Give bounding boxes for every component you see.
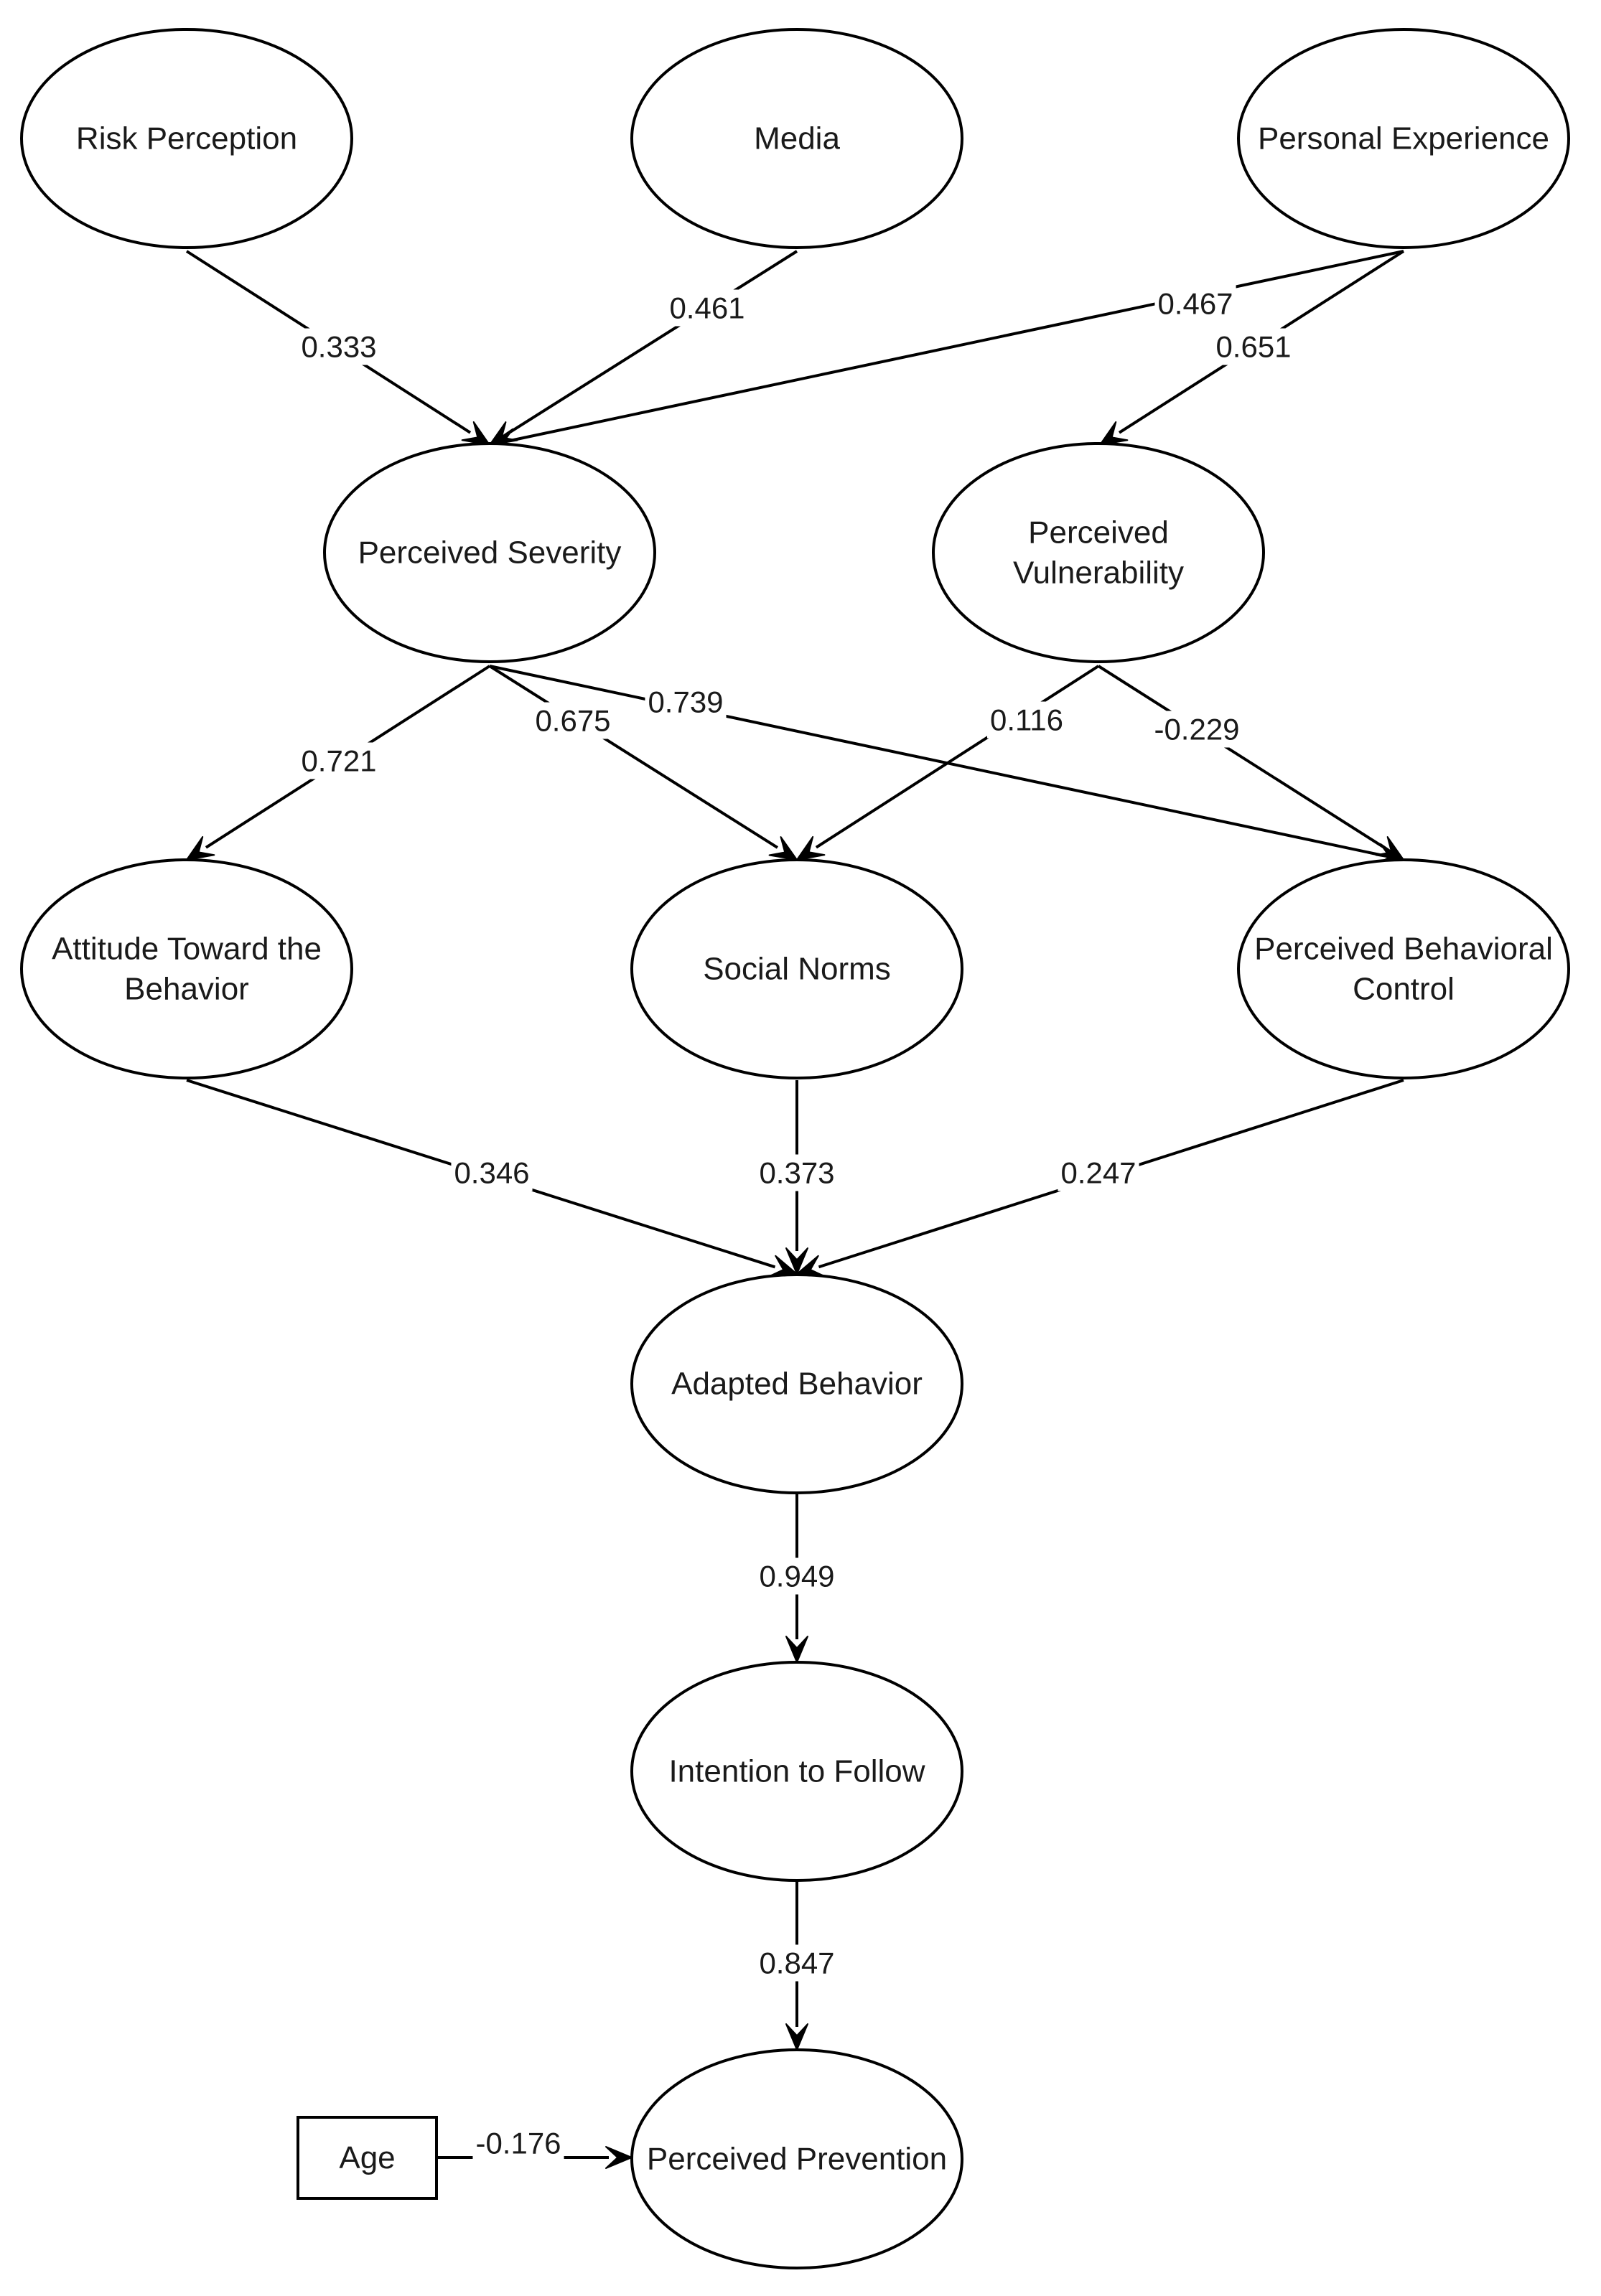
node-label: Vulnerability xyxy=(1013,556,1184,591)
arrowhead-icon xyxy=(785,2023,808,2051)
path-coefficient-label: 0.739 xyxy=(648,685,723,719)
node-ellipse xyxy=(630,1273,963,1494)
node-label: Intention to Follow xyxy=(668,1754,925,1789)
node-ellipse xyxy=(1237,28,1570,249)
path-coefficient-label-bg xyxy=(1151,711,1243,748)
node-perceived-prevention: Perceived Prevention xyxy=(630,2048,963,2269)
edge-media-to-perceived_severity xyxy=(508,250,798,434)
path-coefficient-label: 0.116 xyxy=(990,703,1063,737)
path-coefficient-label-bg xyxy=(472,2124,564,2162)
path-coefficient-label-bg xyxy=(1213,328,1294,365)
node-label: Perceived Behavioral xyxy=(1254,932,1553,967)
path-coefficient-label: 0.346 xyxy=(454,1156,529,1190)
path-coefficient-label-bg xyxy=(756,1944,838,1982)
path-coefficient-label: 0.467 xyxy=(1157,287,1233,321)
node-label: Perceived Prevention xyxy=(647,2142,947,2177)
path-coefficient-label: 0.651 xyxy=(1215,330,1291,364)
arrowhead-icon xyxy=(461,421,490,446)
node-personal-experience: Personal Experience xyxy=(1237,28,1570,249)
path-coefficient-label-bg xyxy=(756,1154,838,1191)
node-box xyxy=(297,2116,438,2200)
arrowhead-icon xyxy=(186,835,215,861)
node-ellipse xyxy=(630,28,963,249)
arrowhead-icon xyxy=(768,836,798,861)
node-ellipse xyxy=(323,442,656,663)
node-label: Perceived Severity xyxy=(358,535,622,571)
arrowhead-icon xyxy=(785,1247,808,1275)
path-coefficient-label-bg xyxy=(298,328,380,365)
node-label: Attitude Toward the xyxy=(52,932,322,967)
node-risk-perception: Risk Perception xyxy=(20,28,353,249)
path-coefficient-label-bg xyxy=(666,289,748,327)
path-coefficient-label: 0.721 xyxy=(301,744,376,778)
path-coefficient-label-bg xyxy=(1154,285,1236,322)
node-label: Adapted Behavior xyxy=(671,1367,923,1402)
node-ellipse xyxy=(630,858,963,1079)
node-label: Behavior xyxy=(124,972,249,1007)
nodes-layer: Risk Perception Media Personal ExperienceP… xyxy=(20,28,1570,2269)
node-label: Perceived xyxy=(1028,515,1169,550)
path-coefficient-label-bg xyxy=(532,702,614,739)
path-coefficient-label: -0.176 xyxy=(475,2127,561,2160)
node-label: Social Norms xyxy=(703,952,891,987)
node-intention-to-follow: Intention to Follow xyxy=(630,1661,963,1882)
node-ellipse xyxy=(630,1661,963,1882)
node-ellipse xyxy=(20,858,353,1079)
node-age: Age xyxy=(297,2116,438,2200)
path-coefficient-label-bg xyxy=(987,701,1066,739)
path-coefficient-label: 0.949 xyxy=(759,1560,834,1593)
arrowhead-icon xyxy=(785,1636,808,1663)
node-label: Control xyxy=(1353,972,1455,1007)
path-coefficient-label-bg xyxy=(1058,1154,1139,1191)
edge-perceived_vulnerability-to-perceived_behavioral_control xyxy=(1097,665,1386,849)
node-ellipse xyxy=(932,442,1265,663)
arrowhead-icon xyxy=(1375,836,1404,861)
node-ellipse xyxy=(630,2048,963,2269)
path-coefficient-label: 0.675 xyxy=(535,704,610,738)
edge-perceived_severity-to-social_norms xyxy=(488,665,779,849)
path-coefficient-label: 0.247 xyxy=(1060,1156,1136,1190)
edge-perceived_vulnerability-to-social_norms xyxy=(815,665,1100,849)
node-adapted-behavior: Adapted Behavior xyxy=(630,1273,963,1494)
path-coefficient-label: 0.847 xyxy=(759,1946,834,1980)
node-ellipse xyxy=(1237,858,1570,1079)
path-coefficient-label: 0.373 xyxy=(759,1156,834,1190)
path-coefficient-label-bg xyxy=(298,742,380,779)
edge-labels-layer: 0.333 0.461 0.467 0.651 0.721 0.675 0.739 0.116… xyxy=(298,285,1294,2162)
node-label: Personal Experience xyxy=(1258,121,1549,156)
arrowhead-icon xyxy=(605,2146,633,2169)
node-media: Media xyxy=(630,28,963,249)
path-coefficient-label-bg xyxy=(756,1557,838,1595)
arrowhead-icon xyxy=(1099,421,1129,446)
edge-perceived_severity-to-perceived_behavioral_control xyxy=(489,665,1382,857)
path-coefficient-label: -0.229 xyxy=(1154,713,1239,746)
path-coefficient-label: 0.333 xyxy=(301,330,376,364)
edge-personal_experience-to-perceived_severity xyxy=(511,250,1404,442)
path-coefficient-label: 0.461 xyxy=(669,291,745,325)
path-coefficient-label-bg xyxy=(645,683,727,721)
node-label: Risk Perception xyxy=(76,121,297,156)
arrowhead-icon xyxy=(796,835,826,861)
node-label: Media xyxy=(754,121,840,156)
node-label: Age xyxy=(339,2140,395,2175)
path-coefficient-label-bg xyxy=(451,1154,533,1191)
node-social-norms: Social Norms xyxy=(630,858,963,1079)
node-perceived-severity: Perceived Severity xyxy=(323,442,656,663)
node-ellipse xyxy=(20,28,353,249)
